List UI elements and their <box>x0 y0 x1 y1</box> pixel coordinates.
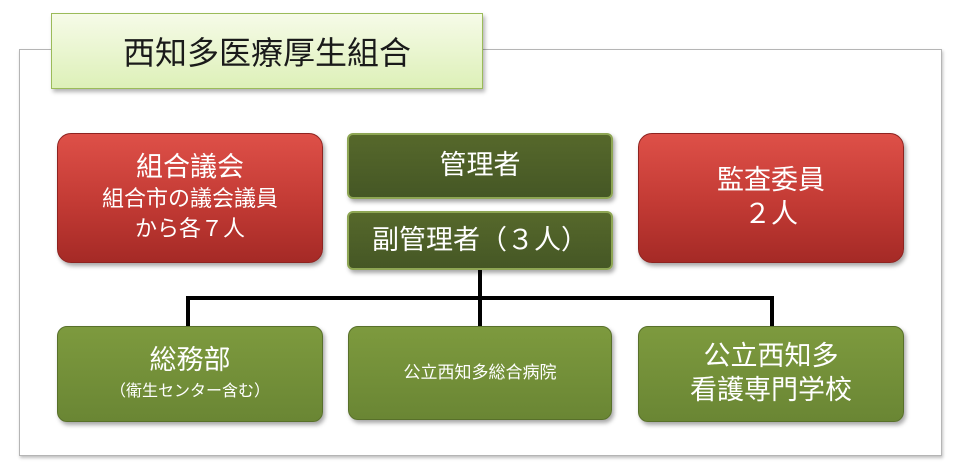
hospital-label: 公立西知多総合病院 <box>403 363 557 383</box>
nursing-school-line1: 公立西知多 <box>703 341 839 372</box>
council-box: 組合議会 組合市の議会議員 から各７人 <box>57 133 323 263</box>
auditor-box: 監査委員 ２人 <box>638 133 904 263</box>
council-line2: から各７人 <box>134 217 245 242</box>
manager-box: 管理者 <box>347 133 613 199</box>
council-line1: 組合市の議会議員 <box>101 187 278 212</box>
general-affairs-title: 総務部 <box>149 345 231 376</box>
connector-left-drop <box>186 296 190 326</box>
vice-manager-box: 副管理者（３人） <box>347 211 613 270</box>
nursing-school-box: 公立西知多 看護専門学校 <box>638 326 904 422</box>
council-title: 組合議会 <box>136 152 244 183</box>
connector-horizontal <box>186 296 774 300</box>
general-affairs-subtitle: （衛生センター含む） <box>109 381 270 400</box>
connector-right-drop <box>770 296 774 326</box>
org-title-text: 西知多医療厚生組合 <box>122 34 411 72</box>
vice-manager-label: 副管理者（３人） <box>372 224 588 256</box>
manager-label: 管理者 <box>439 150 521 181</box>
auditor-line1: 監査委員 <box>717 165 825 196</box>
auditor-line2: ２人 <box>744 199 798 230</box>
nursing-school-line2: 看護専門学校 <box>690 375 852 406</box>
hospital-box: 公立西知多総合病院 <box>348 326 612 420</box>
general-affairs-box: 総務部 （衛生センター含む） <box>57 326 323 422</box>
org-title: 西知多医療厚生組合 <box>51 13 483 89</box>
